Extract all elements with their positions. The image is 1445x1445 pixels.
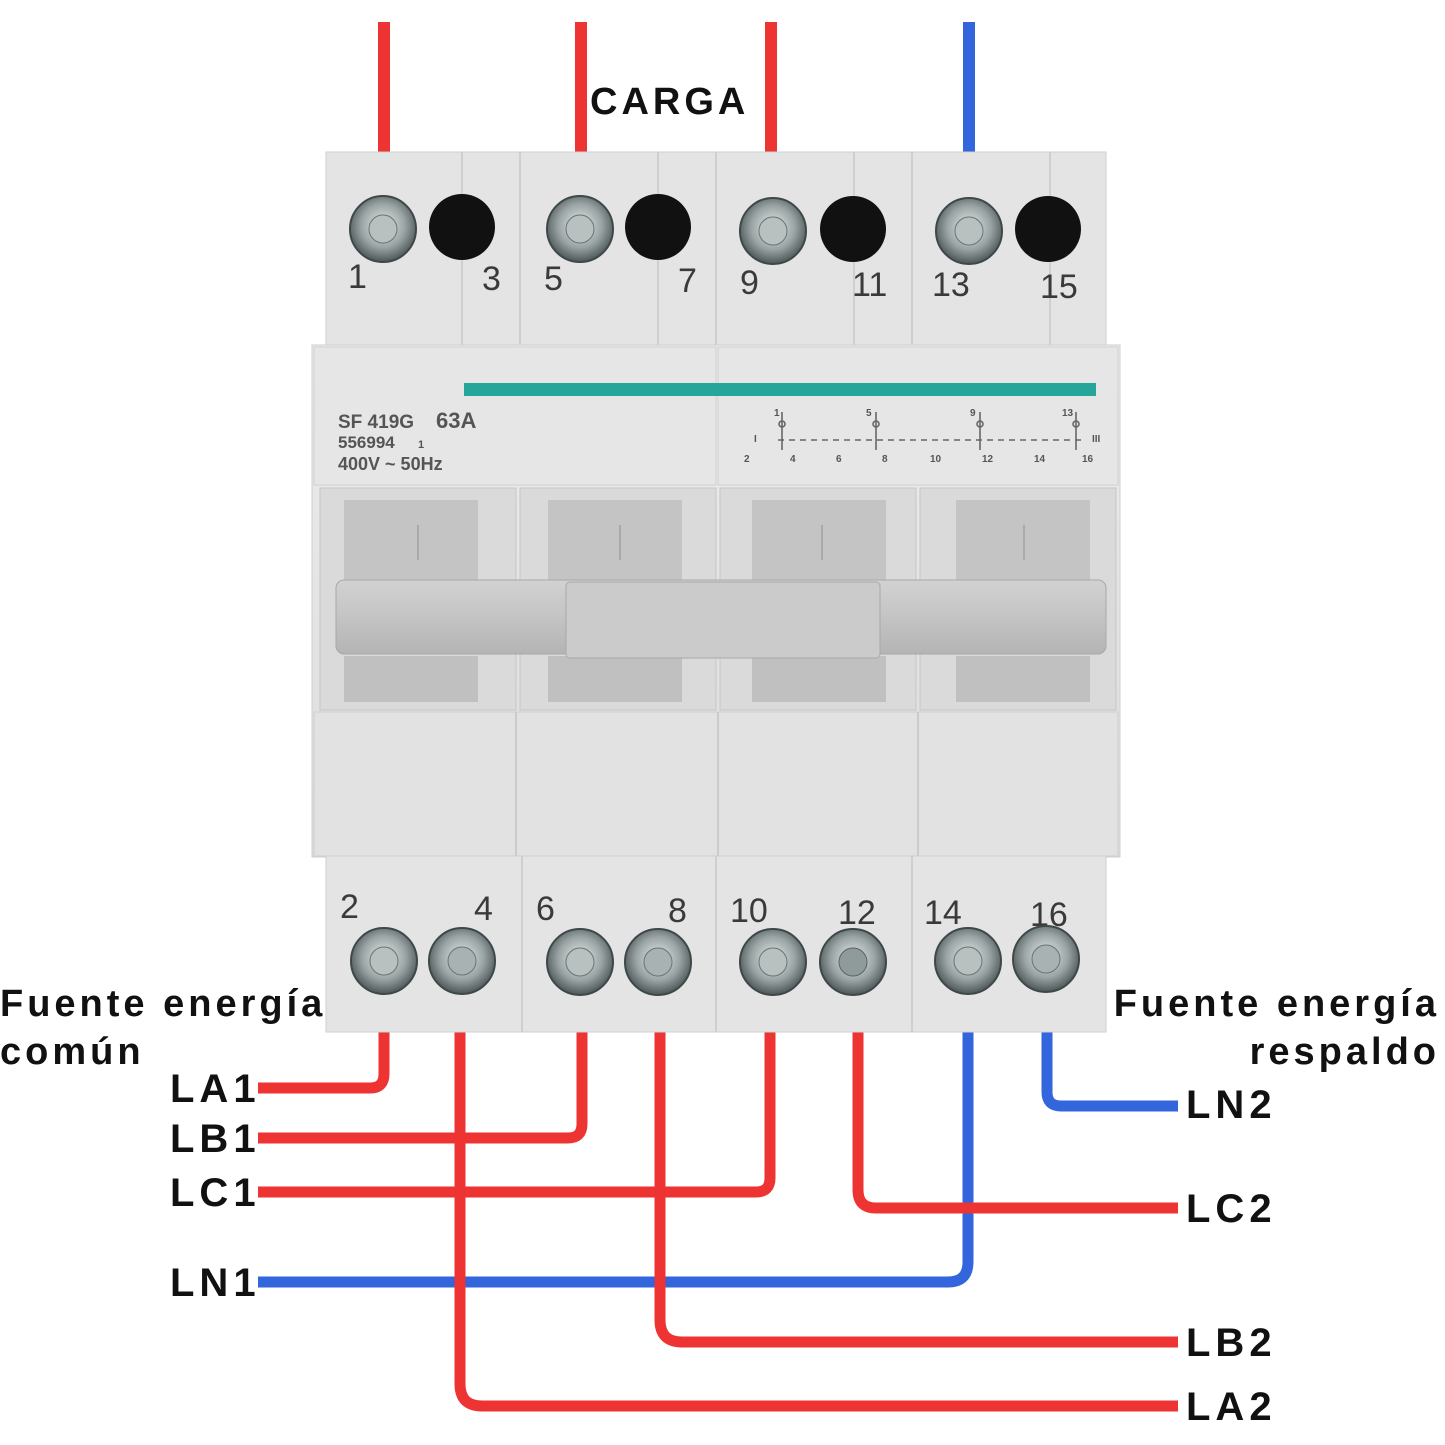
top-terminals xyxy=(349,194,1081,265)
terminal-hole-icon[interactable] xyxy=(1015,196,1081,262)
terminal-number: 7 xyxy=(678,262,697,300)
schematic-label-12: 12 xyxy=(982,454,994,465)
top-wire-9 xyxy=(765,22,777,152)
wire-label-ln1: LN1 xyxy=(170,1261,261,1305)
screw-icon[interactable] xyxy=(935,197,1003,265)
screw-icon[interactable] xyxy=(350,927,418,995)
wire-label-la1: LA1 xyxy=(170,1067,261,1111)
model-text: SF 419G xyxy=(338,412,414,433)
lower-face xyxy=(313,711,1119,857)
wire-lc2 xyxy=(852,1030,1178,1214)
wire-label-lb2: LB2 xyxy=(1186,1321,1277,1365)
label-panel-left xyxy=(313,346,717,486)
schematic-label-16: 16 xyxy=(1082,454,1094,465)
schematic-label-4: 4 xyxy=(790,454,796,465)
terminal-number: 5 xyxy=(544,260,563,298)
wire-label-lc2: LC2 xyxy=(1186,1187,1277,1231)
terminal-hole-icon[interactable] xyxy=(820,196,886,262)
screw-icon[interactable] xyxy=(349,195,417,263)
wiring-schematic xyxy=(778,412,1082,450)
terminal-number: 4 xyxy=(474,890,493,928)
schematic-label-2: 2 xyxy=(744,454,750,465)
bottom-wires xyxy=(258,1030,1178,1412)
screw-icon[interactable] xyxy=(739,197,807,265)
backup-source-label-line2: respaldo xyxy=(1250,1031,1440,1073)
terminal-number: 12 xyxy=(838,894,876,932)
screw-icon[interactable] xyxy=(428,927,496,995)
terminal-number: 6 xyxy=(536,890,555,928)
screw-icon[interactable] xyxy=(546,928,614,996)
common-source-label-line1: Fuente energía xyxy=(0,983,326,1025)
common-source-label-line2: común xyxy=(0,1031,145,1073)
code-text: 556994 xyxy=(338,433,395,452)
voltage-text: 400V ~ 50Hz xyxy=(338,454,443,474)
screw-icon[interactable] xyxy=(1012,925,1080,993)
wire-ln2 xyxy=(1041,1030,1178,1112)
terminal-number: 1 xyxy=(348,258,367,296)
schematic-label-1: 1 xyxy=(774,408,780,419)
load-title: CARGA xyxy=(590,81,749,123)
schematic-label-10: 10 xyxy=(930,454,942,465)
schematic-label-5: 5 xyxy=(866,408,872,419)
top-wire-5 xyxy=(575,22,587,152)
terminal-number: 8 xyxy=(668,892,687,930)
terminal-number: 2 xyxy=(340,888,359,926)
terminal-number: 11 xyxy=(852,266,887,304)
backup-source-label-line1: Fuente energía xyxy=(1114,983,1440,1025)
rating-text: 63A xyxy=(436,408,476,433)
schematic-label-14: 14 xyxy=(1034,454,1046,465)
screw-icon[interactable] xyxy=(934,927,1002,995)
wire-label-lb1: LB1 xyxy=(170,1117,261,1161)
wire-lb1 xyxy=(258,1030,588,1144)
schematic-mark-left: I xyxy=(754,434,757,445)
top-wire-1 xyxy=(378,22,390,152)
schematic-label-9: 9 xyxy=(970,408,976,419)
terminal-number: 3 xyxy=(482,260,501,298)
wire-lb2 xyxy=(654,1030,1178,1348)
schematic-mark-right: III xyxy=(1092,434,1101,445)
terminal-number: 9 xyxy=(740,264,759,302)
terminal-number: 10 xyxy=(730,892,768,930)
wire-ln1 xyxy=(258,1030,974,1288)
top-wires xyxy=(378,22,975,152)
schematic-label-13: 13 xyxy=(1062,408,1074,419)
wire-la2 xyxy=(454,1030,1178,1412)
screw-icon[interactable] xyxy=(739,928,807,996)
bottom-terminals xyxy=(350,925,1080,996)
code-suffix-text: 1 xyxy=(418,439,424,451)
schematic-label-6: 6 xyxy=(836,454,842,465)
screw-icon[interactable] xyxy=(819,928,887,996)
wire-la1 xyxy=(258,1030,390,1094)
terminal-number: 14 xyxy=(924,894,962,932)
wire-label-la2: LA2 xyxy=(1186,1385,1277,1429)
switch-device: SF 419G 63A 556994 1 400V ~ 50Hz 1 5 9 1… xyxy=(311,151,1121,1033)
wire-lc1 xyxy=(258,1030,776,1198)
terminal-hole-icon[interactable] xyxy=(625,194,691,260)
terminal-number: 13 xyxy=(932,266,970,304)
lever-handle[interactable] xyxy=(335,579,1107,659)
screw-icon[interactable] xyxy=(546,195,614,263)
top-wire-13 xyxy=(963,22,975,152)
wire-label-lc1: LC1 xyxy=(170,1171,261,1215)
label-panel-right xyxy=(717,346,1119,486)
screw-icon[interactable] xyxy=(624,928,692,996)
terminal-hole-icon[interactable] xyxy=(429,194,495,260)
terminal-number: 15 xyxy=(1040,268,1078,306)
schematic-label-8: 8 xyxy=(882,454,888,465)
accent-strip xyxy=(464,383,1096,396)
wire-label-ln2: LN2 xyxy=(1186,1083,1277,1127)
